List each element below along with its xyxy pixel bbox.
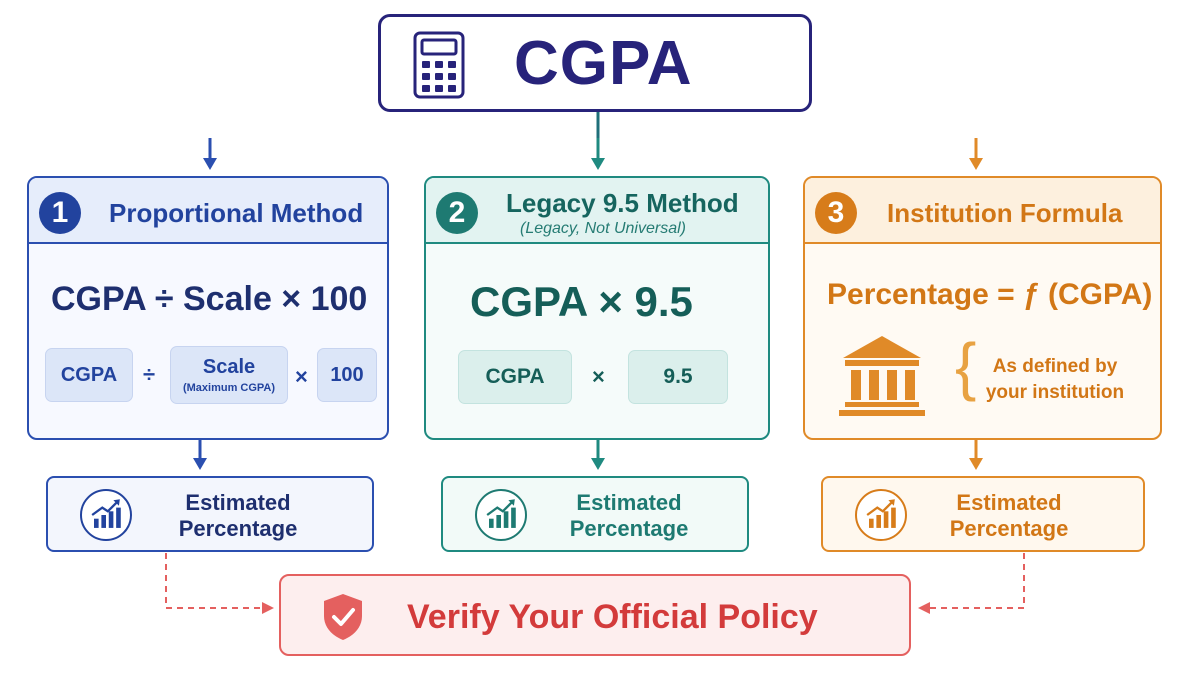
method-formula: Percentage = ƒ (CGPA) bbox=[827, 278, 1153, 311]
label-line: Percentage bbox=[569, 516, 689, 541]
method-header: 1 Proportional Method bbox=[29, 178, 387, 244]
label-line: Percentage bbox=[949, 516, 1069, 541]
chip-cgpa: CGPA bbox=[458, 350, 572, 404]
method-number-badge: 1 bbox=[39, 192, 81, 234]
chart-growth-icon bbox=[80, 489, 132, 541]
title-box: CGPA bbox=[378, 14, 812, 112]
chip-100: 100 bbox=[317, 348, 377, 402]
method-title: Legacy 9.5 Method bbox=[506, 188, 739, 218]
label-line: Estimated bbox=[576, 490, 682, 515]
method-formula: CGPA ÷ Scale × 100 bbox=[51, 280, 368, 318]
method-panel-legacy: 2 Legacy 9.5 Method (Legacy, Not Univers… bbox=[424, 176, 770, 440]
chip-label: CGPA bbox=[485, 365, 545, 388]
method-number-badge: 3 bbox=[815, 192, 857, 234]
estimated-percentage-box-1: Estimated Percentage bbox=[46, 476, 374, 552]
operator-divide: ÷ bbox=[143, 362, 156, 387]
chip-label: Scale bbox=[202, 356, 256, 378]
brace-icon: { bbox=[955, 330, 977, 402]
method-title: Proportional Method bbox=[109, 198, 364, 228]
dashed-to-verify-left bbox=[165, 553, 266, 609]
estimated-percentage-box-2: Estimated Percentage bbox=[441, 476, 749, 552]
estimated-label: Estimated Percentage bbox=[148, 490, 328, 542]
verify-text: Verify Your Official Policy bbox=[407, 598, 818, 636]
calculator-icon bbox=[413, 31, 465, 99]
page-title: CGPA bbox=[514, 29, 693, 98]
chip-sublabel: (Maximum CGPA) bbox=[182, 382, 276, 394]
label-line: Percentage bbox=[178, 516, 298, 541]
operator-multiply: × bbox=[295, 364, 308, 389]
label-line: Estimated bbox=[185, 490, 291, 515]
shield-check-icon bbox=[324, 594, 362, 640]
label-line: Estimated bbox=[956, 490, 1062, 515]
verify-policy-box: Verify Your Official Policy bbox=[279, 574, 911, 656]
method-header: 2 Legacy 9.5 Method (Legacy, Not Univers… bbox=[426, 178, 768, 244]
chip-label: 9.5 bbox=[663, 365, 693, 388]
method-subtitle: (Legacy, Not Universal) bbox=[520, 220, 686, 237]
method-number-badge: 2 bbox=[436, 192, 478, 234]
dashed-to-verify-right bbox=[926, 553, 1025, 609]
operator-multiply: × bbox=[592, 364, 605, 389]
chart-growth-icon bbox=[855, 489, 907, 541]
note-line: your institution bbox=[985, 382, 1125, 403]
estimated-percentage-box-3: Estimated Percentage bbox=[821, 476, 1145, 552]
method-formula: CGPA × 9.5 bbox=[470, 278, 693, 325]
institution-note: As defined by your institution bbox=[975, 354, 1135, 406]
method-header: 3 Institution Formula bbox=[805, 178, 1160, 244]
chart-growth-icon bbox=[475, 489, 527, 541]
chip-label: 100 bbox=[330, 363, 364, 386]
chip-cgpa: CGPA bbox=[45, 348, 133, 402]
institution-building-icon bbox=[839, 336, 925, 416]
chip-scale: Scale (Maximum CGPA) bbox=[170, 346, 288, 404]
note-line: As defined by bbox=[992, 356, 1118, 377]
method-title: Institution Formula bbox=[887, 198, 1123, 228]
method-panel-institution: 3 Institution Formula Percentage = ƒ (CG… bbox=[803, 176, 1162, 440]
estimated-label: Estimated Percentage bbox=[539, 490, 719, 542]
chip-label: CGPA bbox=[60, 363, 118, 386]
estimated-label: Estimated Percentage bbox=[919, 490, 1099, 542]
method-panel-proportional: 1 Proportional Method CGPA ÷ Scale × 100… bbox=[27, 176, 389, 440]
chip-9-5: 9.5 bbox=[628, 350, 728, 404]
